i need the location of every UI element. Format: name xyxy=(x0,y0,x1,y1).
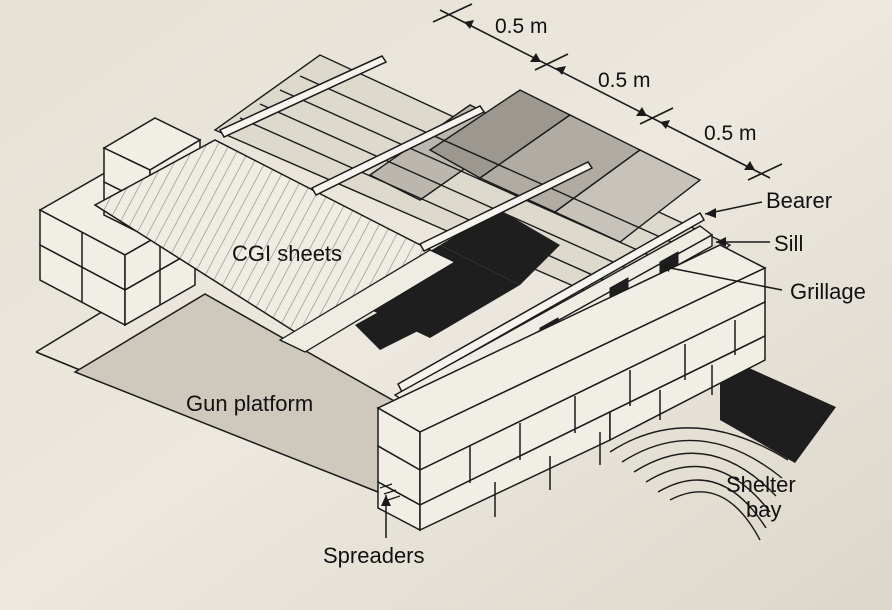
dimension-label-2: 0.5 m xyxy=(598,69,651,92)
grillage-label: Grillage xyxy=(790,279,866,304)
dimension-arrows xyxy=(464,20,755,170)
dimension-label-1: 0.5 m xyxy=(495,15,548,38)
callout-arrowheads xyxy=(381,208,726,506)
gun-platform-label: Gun platform xyxy=(186,391,313,416)
bay-label: bay xyxy=(746,497,781,522)
spreaders xyxy=(379,483,401,501)
bearer-4 xyxy=(397,211,706,394)
bearer-label: Bearer xyxy=(766,188,832,213)
bearer-3 xyxy=(418,161,594,252)
dimension-label-3: 0.5 m xyxy=(704,122,757,145)
bearer-2 xyxy=(310,105,486,196)
sill-label: Sill xyxy=(774,231,803,256)
shelter-label: Shelter xyxy=(726,472,796,497)
spreaders-label: Spreaders xyxy=(323,543,425,568)
bearers xyxy=(218,55,706,394)
bearer-1 xyxy=(218,55,388,138)
dimension-line xyxy=(432,3,783,181)
cgi-sheets xyxy=(93,139,457,353)
shelter-bay xyxy=(609,355,836,541)
cgi-sheets-label: CGI sheets xyxy=(232,241,342,266)
timber-roof xyxy=(213,54,732,316)
right-sandbag-wall xyxy=(376,244,767,532)
